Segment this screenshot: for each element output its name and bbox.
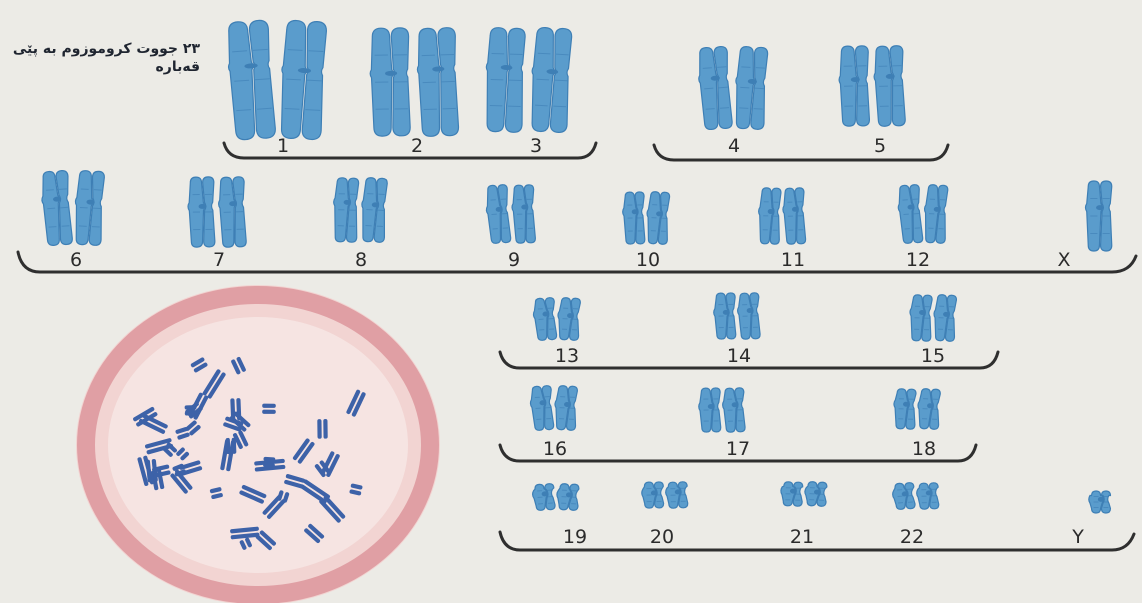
chromosome xyxy=(416,27,459,136)
chromosome-pair xyxy=(697,46,768,130)
chromosome xyxy=(332,178,358,243)
pair-label: 5 xyxy=(874,135,886,157)
chromosome-pair xyxy=(1085,181,1111,251)
pair-label: 7 xyxy=(213,249,225,271)
chromosome-pair xyxy=(839,46,906,127)
chromosome xyxy=(804,481,827,506)
chromosome-pair xyxy=(532,483,579,510)
chromosome xyxy=(933,294,957,341)
pair-label: 11 xyxy=(781,249,805,271)
chromosome-pair xyxy=(484,27,572,133)
chromosome xyxy=(642,482,664,508)
chromosome xyxy=(758,188,782,245)
chromosome xyxy=(897,184,923,243)
chromosome xyxy=(529,27,572,133)
chromosome xyxy=(1085,181,1111,251)
chromosome xyxy=(697,46,733,130)
chromosome xyxy=(1089,491,1111,513)
chromosome-pair xyxy=(698,388,745,433)
pair-label: 21 xyxy=(790,526,814,548)
chromosome-pair xyxy=(713,293,760,340)
chromosome-pair xyxy=(529,385,577,430)
chromosome xyxy=(622,192,645,244)
pair-label: 1 xyxy=(277,135,289,157)
pair-label: 10 xyxy=(636,249,660,271)
chromosome xyxy=(722,388,745,433)
chromosome-pair xyxy=(642,482,688,509)
chromosome-pair xyxy=(485,184,536,243)
chromosome xyxy=(665,482,688,509)
chromosome xyxy=(873,46,905,127)
group-bracket xyxy=(500,532,1134,550)
chromosome xyxy=(909,295,932,342)
chromosome xyxy=(917,388,941,429)
pair-label: 22 xyxy=(900,526,924,548)
chromosome xyxy=(557,297,581,340)
chromosome xyxy=(369,28,410,137)
chromosome-pair xyxy=(1089,491,1111,513)
chromosome-pair xyxy=(892,482,939,509)
chromosome xyxy=(532,297,557,340)
chromosome-pair xyxy=(622,191,669,244)
chromosome xyxy=(713,293,735,339)
chromosome xyxy=(225,20,276,141)
group-bracket xyxy=(18,252,1136,272)
pair-label: 3 xyxy=(530,135,542,157)
chromosome xyxy=(698,388,720,432)
pair-label: 16 xyxy=(543,438,567,460)
chromosome xyxy=(484,27,525,132)
chromosome-pair xyxy=(369,27,458,136)
chromosome xyxy=(360,177,388,242)
chromosome xyxy=(733,46,768,129)
pair-label: 2 xyxy=(411,135,423,157)
pair-label: 15 xyxy=(921,345,945,367)
chromosome xyxy=(916,483,939,510)
chromosome-pair xyxy=(225,20,326,141)
chromosome-pair xyxy=(332,177,387,242)
chromosome xyxy=(218,177,247,248)
chromosome-pair xyxy=(187,177,246,248)
chromosome-pair xyxy=(532,297,580,340)
chromosome-pair xyxy=(909,294,957,341)
chromosome xyxy=(532,483,555,510)
chromosome xyxy=(839,46,870,127)
pair-label: 4 xyxy=(728,135,740,157)
pair-label: 14 xyxy=(727,345,751,367)
pair-label: 20 xyxy=(650,526,674,548)
chromosome xyxy=(511,185,535,244)
pair-label: 13 xyxy=(555,345,579,367)
chromosome xyxy=(892,482,915,509)
chromosome xyxy=(737,293,760,340)
pair-label: X xyxy=(1057,249,1070,271)
chromosome xyxy=(893,389,916,430)
chromosome xyxy=(278,20,327,140)
chromosome xyxy=(40,170,73,246)
metaphase-spread xyxy=(76,285,440,603)
pair-label: 17 xyxy=(726,438,750,460)
chromosome xyxy=(73,170,104,245)
pair-label: 12 xyxy=(906,249,930,271)
chromosome xyxy=(554,385,578,430)
chromosome-pair xyxy=(897,184,948,243)
chromosome xyxy=(187,177,214,247)
chromosome xyxy=(923,184,948,243)
group-bracket xyxy=(654,145,948,160)
chromosome xyxy=(485,184,511,243)
pair-label: 18 xyxy=(912,438,936,460)
chromosome xyxy=(782,188,806,245)
pair-label: Y xyxy=(1071,526,1084,548)
chromosome-pair xyxy=(893,388,940,429)
pair-label: 6 xyxy=(70,249,82,271)
chromosome-pair xyxy=(780,481,827,506)
chromosome xyxy=(529,385,554,430)
chromosome xyxy=(556,483,579,510)
pair-label: 19 xyxy=(563,526,587,548)
pair-label: 8 xyxy=(355,249,367,271)
chromosome xyxy=(780,482,802,507)
chromosome-pair xyxy=(40,170,105,246)
chromosome-pair xyxy=(758,188,806,245)
pair-label: 9 xyxy=(508,249,520,271)
chromosome xyxy=(645,191,669,244)
